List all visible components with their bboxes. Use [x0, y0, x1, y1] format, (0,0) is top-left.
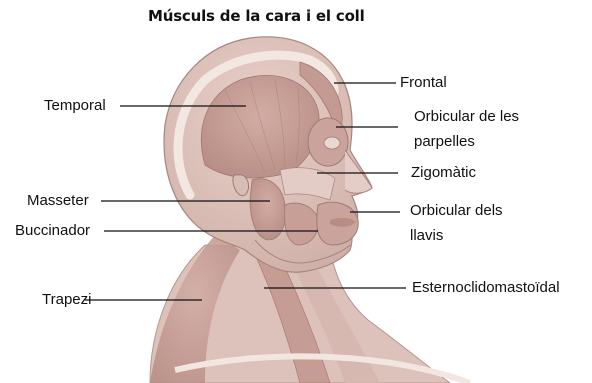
label-zigomatic: Zigomàtic: [411, 161, 476, 184]
label-orbicular-llavis-line2: llavis: [410, 224, 443, 247]
label-masseter: Masseter: [27, 189, 89, 212]
label-orbicular-llavis-line1: Orbicular dels: [410, 199, 503, 222]
label-frontal: Frontal: [400, 71, 447, 94]
label-orbicular-parpelles-line1: Orbicular de les: [414, 105, 519, 128]
eye: [324, 137, 340, 149]
diagram-title: Músculs de la cara i el coll: [148, 7, 365, 25]
label-esternocleidomastoidal: Esternoclidomastoïdal: [412, 276, 560, 299]
nose: [345, 150, 372, 193]
label-orbicular-parpelles-line2: parpelles: [414, 130, 475, 153]
label-temporal: Temporal: [44, 94, 106, 117]
label-trapezi: Trapezi: [42, 288, 91, 311]
label-buccinador: Buccinador: [15, 219, 90, 242]
